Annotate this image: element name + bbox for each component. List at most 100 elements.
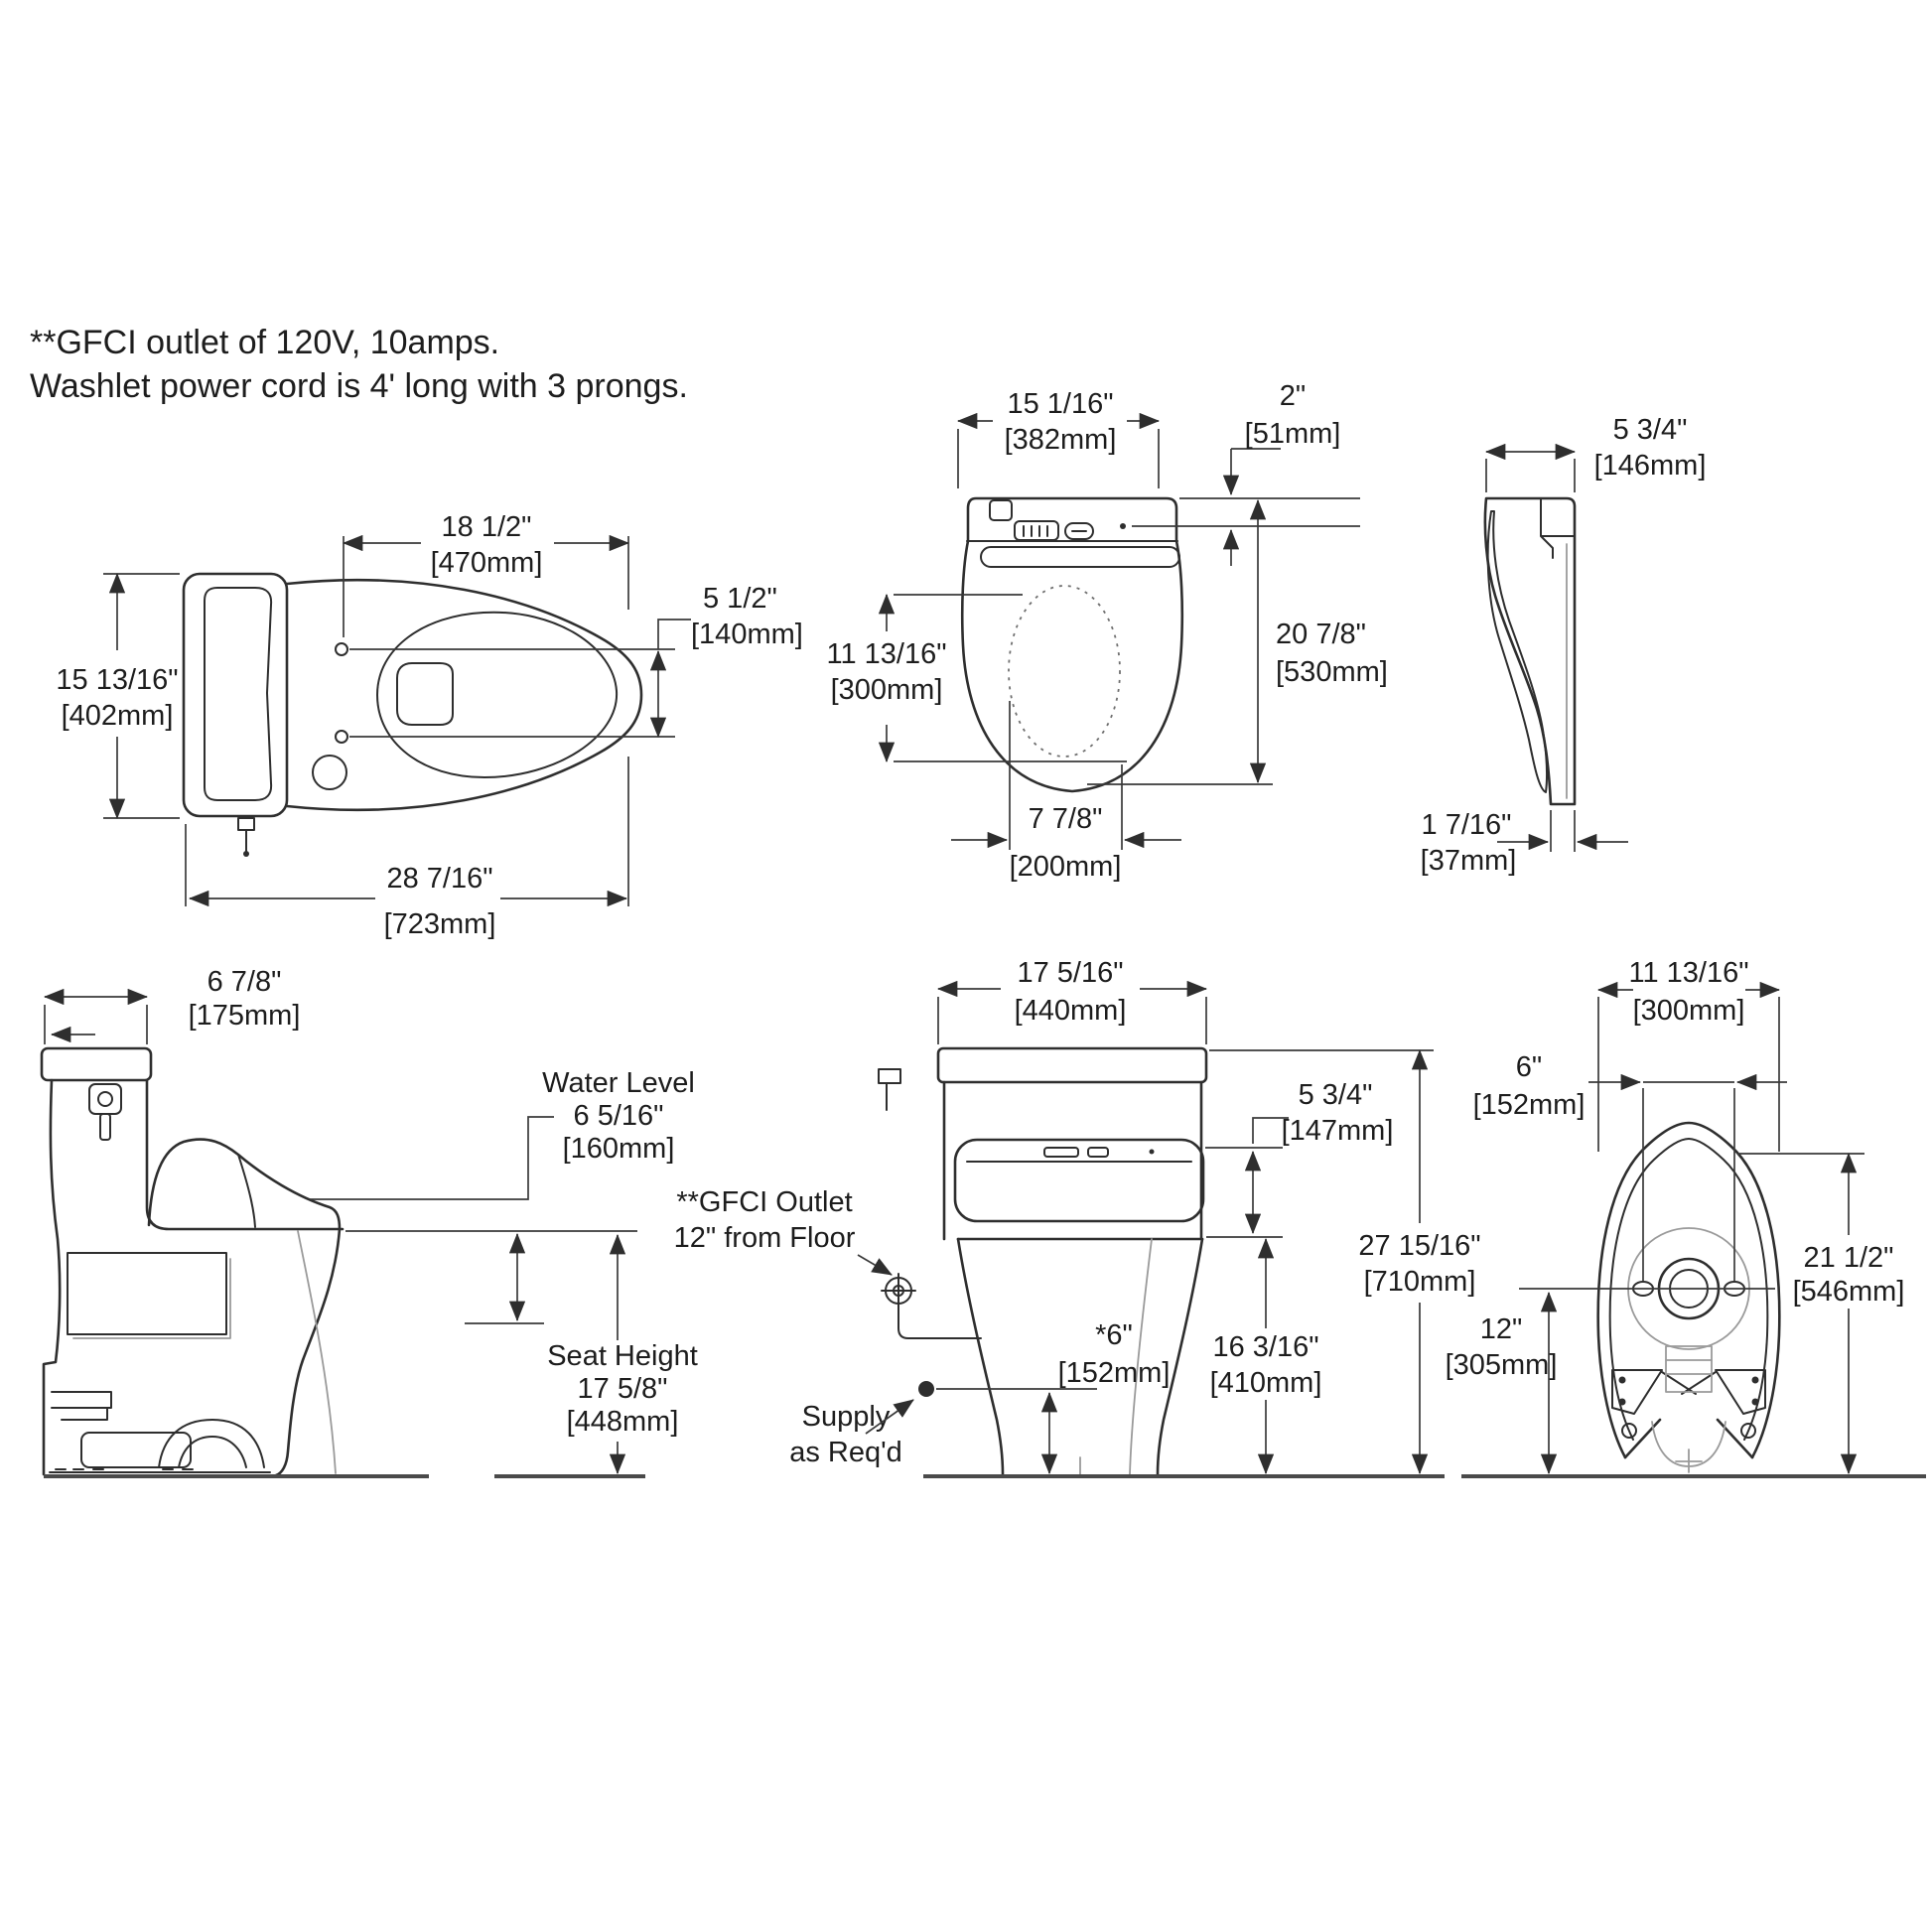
dim-washlet-opening-length-mm: [300mm] [831, 674, 943, 706]
rear-plate-diagonals [1661, 1371, 1717, 1395]
dim-front-overall-height-in: 27 15/16" [1358, 1230, 1480, 1262]
dim-bracket [1252, 1117, 1289, 1144]
lid-hinge-tab [989, 499, 1013, 521]
view-rear: 11 13/16" [300mm] 6" [152mm] 21 1/2" [54… [1446, 957, 1926, 1478]
water-level-bracket [310, 1116, 554, 1200]
label-water-level: Water Level [542, 1067, 695, 1099]
view-washlet-profile: 5 3/4" [146mm] 1 7/16" [37mm] [1421, 414, 1707, 877]
flush-valve-shape [396, 662, 454, 726]
plate-bolt [1751, 1398, 1759, 1406]
mount-hole [312, 755, 347, 790]
dim-washlet-opening-width-in: 7 7/8" [1029, 803, 1103, 835]
rear-cap-left [1621, 1423, 1637, 1439]
gfci-outlet-cross [881, 1273, 916, 1309]
dim-front-overall-height-mm: [710mm] [1364, 1266, 1476, 1298]
dim-washlet-opening-width-mm: [200mm] [1010, 851, 1122, 883]
flush-valve-flange [51, 1391, 112, 1421]
dim-profile-depth-mm: [146mm] [1594, 450, 1707, 482]
label-supply-line2: as Req'd [789, 1437, 902, 1468]
seat-opening-outline [376, 611, 619, 778]
gfci-leader [857, 1254, 893, 1276]
profile-outline [1483, 496, 1577, 806]
tank-lever [237, 817, 255, 853]
view-front: 17 5/16" [440mm] 5 3/4" [147mm] 27 15/16… [878, 957, 1481, 1478]
view-side: 6 7/8" [175mm] Water Level 6 5/16" [160m… [40, 966, 698, 1478]
label-gfci-line2: 12" from Floor [674, 1222, 856, 1254]
dim-rear-bolt-spacing-in: 6" [1516, 1051, 1542, 1083]
rear-cap-right [1740, 1423, 1756, 1439]
supply-dot [918, 1381, 934, 1397]
dim-plan-hinge-in: 5 1/2" [703, 583, 777, 615]
plate-bolt [1618, 1376, 1626, 1384]
dim-washlet-width-mm: [382mm] [1005, 424, 1117, 456]
profile-lid-blade [1486, 510, 1548, 793]
profile-hinge-box [1540, 497, 1576, 559]
flush-lever-front [878, 1068, 901, 1111]
dim-plan-hinge-mm: [140mm] [691, 619, 803, 650]
rear-skirt-edges [1623, 1418, 1754, 1459]
trapway-arch-outer [158, 1419, 265, 1468]
dim-side-seat-height-in: 17 5/8" [578, 1373, 668, 1405]
dim-rear-bolt-spacing-mm: [152mm] [1473, 1089, 1586, 1121]
dim-profile-base-in: 1 7/16" [1422, 809, 1512, 841]
dim-side-seat-height-mm: [448mm] [567, 1406, 679, 1438]
rear-center-tick [1675, 1449, 1703, 1473]
dim-rear-rough-in-mm: [305mm] [1446, 1349, 1558, 1381]
label-supply-line1: Supply [802, 1401, 891, 1433]
dim-plan-seat-width-in: 18 1/2" [442, 511, 532, 543]
dim-front-washlet-height-mm: [147mm] [1282, 1115, 1394, 1147]
dim-front-tank-width-mm: [440mm] [1015, 995, 1127, 1027]
rear-gasket-lines [1665, 1359, 1713, 1375]
center-callouts: **GFCI Outlet 12" from Floor Supply as R… [674, 1186, 982, 1468]
tank-lid-front [936, 1046, 1208, 1084]
dim-bracket [657, 619, 691, 649]
control-button-oval [1064, 522, 1094, 540]
lid-cover-edge [980, 546, 1180, 568]
pedestal-left [956, 1237, 1005, 1476]
dim-washlet-control-in: 2" [1280, 380, 1306, 412]
flush-handle [88, 1083, 122, 1115]
dim-plan-length-mm: [723mm] [384, 908, 496, 940]
lid-outline [960, 496, 1184, 793]
dim-washlet-length-in: 20 7/8" [1276, 619, 1366, 650]
gfci-cord [897, 1303, 982, 1339]
bowl-outline [285, 578, 643, 812]
dim-plan-seat-width-mm: [470mm] [431, 547, 543, 579]
dim-profile-base-mm: [37mm] [1421, 845, 1517, 877]
hinge-hole-top [335, 642, 348, 656]
tank-right-deck [145, 1078, 345, 1231]
tank-lid [40, 1046, 153, 1082]
control-strip-2 [1087, 1147, 1109, 1158]
plate-bolt [1751, 1376, 1759, 1384]
view-top-plan: 18 1/2" [470mm] 15 13/16" [402mm] 28 7/1… [56, 511, 802, 940]
flush-handle-stem [99, 1113, 111, 1141]
pedestal-inner-line [1129, 1238, 1153, 1475]
supply-leader [865, 1399, 914, 1435]
dim-rear-width-in: 11 13/16" [1628, 957, 1748, 989]
label-gfci-line1: **GFCI Outlet [676, 1186, 852, 1218]
dim-side-tank-depth-in: 6 7/8" [207, 966, 282, 998]
cutaway-box [67, 1252, 227, 1335]
dim-plan-length-in: 28 7/16" [386, 863, 492, 895]
control-strip-1 [1043, 1147, 1079, 1158]
control-panel [1014, 520, 1059, 541]
notes-block: **GFCI outlet of 120V, 10amps. Washlet p… [30, 324, 688, 405]
rear-outline-outer [1596, 1121, 1781, 1459]
tank-body-front [942, 1080, 1204, 1241]
dim-washlet-opening-length-in: 11 13/16" [826, 638, 946, 670]
pedestal-right [1156, 1237, 1204, 1476]
rear-outline-inner [1608, 1138, 1769, 1441]
dim-rear-width-mm: [300mm] [1633, 995, 1745, 1027]
tank-outline [182, 572, 289, 818]
dim-front-supply-height-in: *6" [1095, 1319, 1133, 1351]
bowl-inner-curve [297, 1230, 337, 1474]
trapway-arch-inner [178, 1436, 247, 1468]
label-seat-height: Seat Height [547, 1340, 698, 1372]
dim-washlet-control-mm: [51mm] [1245, 418, 1341, 450]
washlet-hump [147, 1138, 342, 1231]
dim-side-water-level-in: 6 5/16" [574, 1100, 664, 1132]
plate-bolt [1618, 1398, 1626, 1406]
dim-plan-depth-mm: [402mm] [62, 700, 174, 732]
